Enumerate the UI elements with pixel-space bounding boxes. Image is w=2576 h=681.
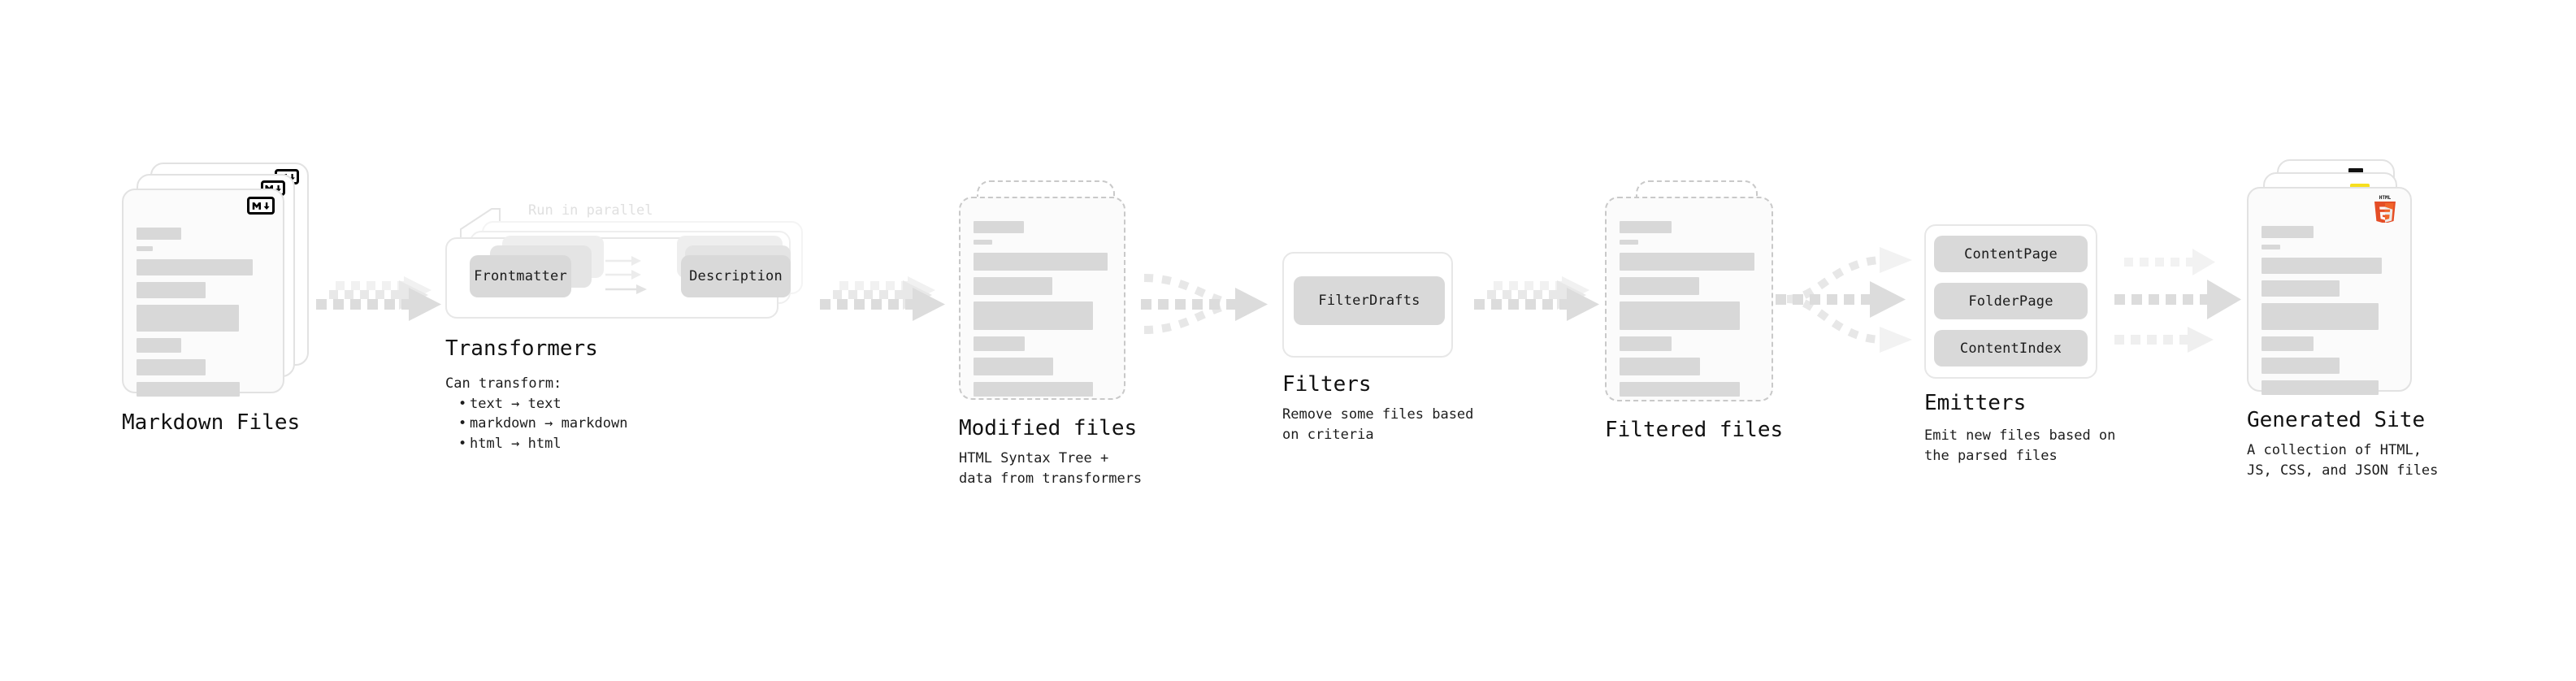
- transformers-bullet: html → html: [458, 434, 627, 454]
- chip-filterdrafts[interactable]: FilterDrafts: [1294, 276, 1445, 325]
- stage-transformers: Run in parallel Frontmatter Frontmatter …: [445, 189, 835, 497]
- stage-title-markdown-files: Markdown Files: [122, 410, 301, 435]
- placeholder-text-lines: [137, 228, 270, 403]
- stage-modified-files: Modified files HTML Syntax Tree + data f…: [959, 180, 1170, 487]
- stage-filtered-files: Filtered files: [1605, 180, 1816, 457]
- run-in-parallel-bracket: [460, 208, 501, 250]
- site-card-front: HTML: [2247, 187, 2412, 395]
- stage-generated-site: HTML Generated Site A collection of HTML: [2247, 159, 2491, 479]
- run-in-parallel-label: Run in parallel: [528, 202, 653, 219]
- transformers-bullet-list: text → text markdown → markdown html → h…: [445, 394, 627, 454]
- transformers-description: Can transform: text → text markdown → ma…: [445, 374, 627, 454]
- placeholder-text-lines: [974, 221, 1111, 403]
- connector-emitters-to-site: [2114, 249, 2241, 353]
- transformers-lead: Can transform:: [445, 375, 562, 392]
- chip-description[interactable]: Description: [681, 255, 791, 297]
- stage-emitters: ContentPage FolderPage ContentIndex Emit…: [1924, 224, 2192, 468]
- stage-title-modified-files: Modified files: [959, 416, 1138, 440]
- transformers-bullet: markdown → markdown: [458, 414, 627, 434]
- placeholder-text-lines: [1620, 221, 1759, 403]
- connector-markdown-to-transformers: [316, 276, 441, 321]
- connector-filtered-to-emitters: [1776, 247, 1912, 353]
- stage-markdown-files: Markdown Files: [122, 163, 333, 435]
- placeholder-text-lines: [2262, 226, 2397, 401]
- svg-text:HTML: HTML: [2379, 195, 2392, 201]
- stage-subtitle-modified-files: HTML Syntax Tree + data from transformer…: [959, 450, 1143, 487]
- stage-title-emitters: Emitters: [1924, 391, 2027, 415]
- stage-title-filters: Filters: [1282, 372, 1372, 397]
- connector-filters-to-filtered: [1474, 276, 1599, 321]
- stage-filters: FilterDrafts Filters Remove some files b…: [1282, 252, 1542, 479]
- stage-title-transformers: Transformers: [445, 336, 598, 361]
- chip-folderpage[interactable]: FolderPage: [1934, 283, 2088, 319]
- stage-subtitle-filters: Remove some files based on criteria: [1282, 406, 1474, 443]
- stage-subtitle-emitters: Emit new files based on the parsed files: [1924, 427, 2116, 464]
- modified-card-front: [959, 197, 1125, 400]
- transformers-inner-arrows: [605, 256, 647, 294]
- markdown-icon: [247, 197, 275, 215]
- stage-title-filtered-files: Filtered files: [1605, 418, 1784, 442]
- chip-contentpage[interactable]: ContentPage: [1934, 236, 2088, 272]
- transformers-bullet: text → text: [458, 394, 627, 414]
- markdown-card-front: [122, 189, 284, 397]
- connector-modified-to-filters: [1141, 274, 1268, 334]
- stage-title-generated-site: Generated Site: [2247, 408, 2426, 432]
- stage-subtitle-generated-site: A collection of HTML, JS, CSS, and JSON …: [2247, 442, 2439, 479]
- connector-transformers-to-modified: [820, 276, 945, 321]
- chip-frontmatter[interactable]: Frontmatter: [470, 255, 571, 297]
- html5-icon: HTML: [2372, 193, 2398, 226]
- filtered-card-front: [1605, 197, 1773, 401]
- chip-contentindex[interactable]: ContentIndex: [1934, 330, 2088, 367]
